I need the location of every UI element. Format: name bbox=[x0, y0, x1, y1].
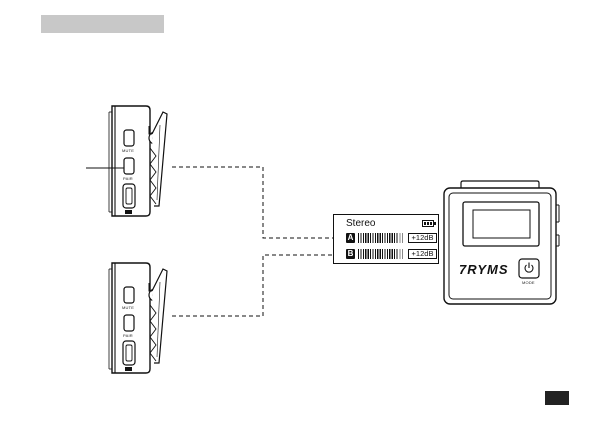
signal-paths bbox=[172, 167, 336, 316]
channel-letter: A bbox=[346, 233, 355, 243]
transmitter-1 bbox=[109, 106, 167, 216]
mode-button[interactable] bbox=[519, 259, 539, 278]
mode-label: MODE bbox=[522, 281, 535, 285]
gain-value: +12dB bbox=[408, 233, 437, 243]
receiver bbox=[444, 181, 559, 304]
mute-label-1: MUTE bbox=[122, 149, 134, 153]
channel-letter: B bbox=[346, 249, 355, 259]
level-meter bbox=[358, 249, 404, 259]
mode-title: Stereo bbox=[346, 218, 375, 229]
channel-row-b: B +12dB bbox=[346, 249, 438, 260]
pair-label-1: PAIR bbox=[123, 177, 133, 181]
channel-row-a: A +12dB bbox=[346, 233, 438, 244]
gain-value: +12dB bbox=[408, 249, 437, 259]
level-meter bbox=[358, 233, 404, 243]
display-panel: Stereo A +12dB B +12dB bbox=[333, 214, 439, 264]
pair-label-2: PAIR bbox=[123, 334, 133, 338]
mute-label-2: MUTE bbox=[122, 306, 134, 310]
battery-icon bbox=[422, 220, 434, 227]
transmitter-2 bbox=[109, 263, 167, 373]
brand-logo: 7RYMS bbox=[459, 262, 509, 277]
page-tab bbox=[545, 391, 569, 405]
